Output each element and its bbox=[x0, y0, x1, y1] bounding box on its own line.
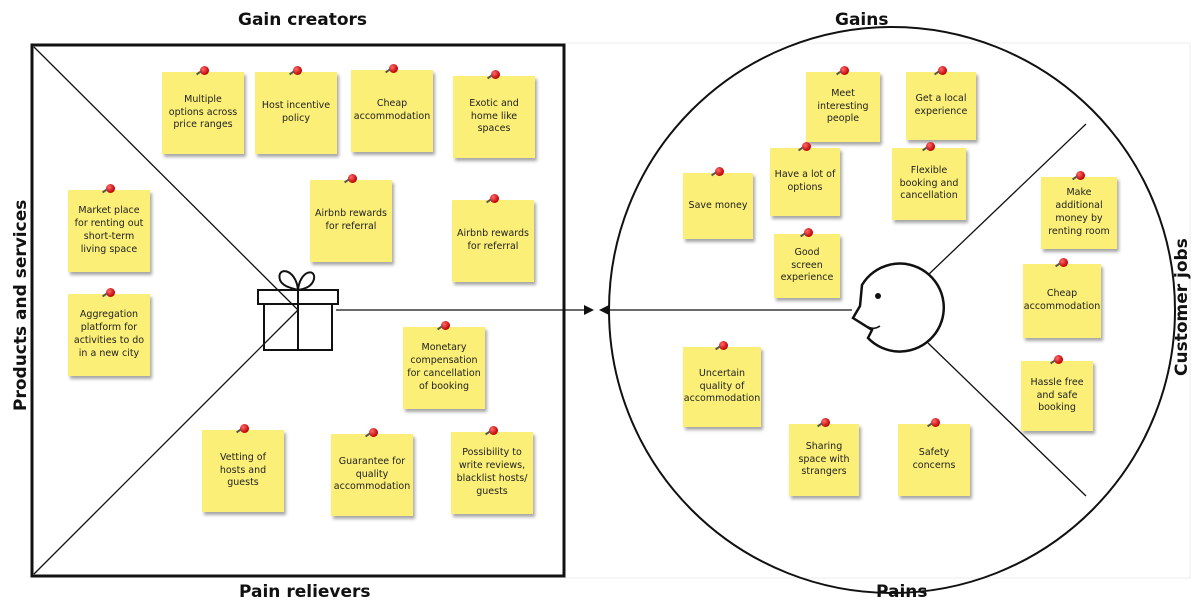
note-text: Host incentive policy bbox=[261, 100, 331, 124]
pin-icon bbox=[369, 428, 378, 437]
note-text: Exotic and home like spaces bbox=[469, 97, 519, 135]
pin-icon bbox=[106, 184, 115, 193]
sticky-note[interactable]: Aggregation platform for activities to d… bbox=[68, 288, 150, 376]
sticky-note[interactable]: Airbnb rewards for referral bbox=[310, 174, 392, 262]
note-text: Airbnb rewards for referral bbox=[315, 208, 387, 232]
fit-arrow-right-head bbox=[584, 305, 594, 315]
products-services-label: Products and services bbox=[11, 199, 31, 411]
note-text: Good screen experience bbox=[780, 246, 834, 284]
value-map-diagonal-top bbox=[33, 46, 299, 311]
sticky-note[interactable]: Airbnb rewards for referral bbox=[452, 194, 534, 282]
note-text: Cheap accommodation bbox=[1023, 288, 1101, 312]
sticky-note[interactable]: Cheap accommodation bbox=[351, 64, 433, 152]
pin-icon bbox=[389, 64, 398, 73]
fit-arrow-left-head bbox=[599, 305, 609, 315]
note-text: Market place for renting out short-term … bbox=[74, 205, 144, 255]
pin-icon bbox=[802, 142, 811, 151]
sticky-note[interactable]: Make additional money by renting room bbox=[1041, 171, 1117, 249]
gains-label: Gains bbox=[835, 10, 889, 30]
sticky-note[interactable]: Market place for renting out short-term … bbox=[68, 184, 150, 272]
sticky-note[interactable]: Host incentive policy bbox=[255, 66, 337, 154]
profile-divider-lower bbox=[927, 342, 1087, 497]
pin-icon bbox=[938, 66, 947, 75]
sticky-note[interactable]: Meet interesting people bbox=[806, 66, 880, 142]
pin-icon bbox=[931, 418, 940, 427]
pin-icon bbox=[926, 142, 935, 151]
sticky-note[interactable]: Get a local experience bbox=[906, 66, 976, 140]
pin-icon bbox=[840, 66, 849, 75]
pin-icon bbox=[293, 66, 302, 75]
note-text: Have a lot of options bbox=[774, 169, 836, 193]
pin-icon bbox=[1076, 171, 1085, 180]
pin-icon bbox=[348, 174, 357, 183]
face-icon bbox=[851, 262, 946, 353]
value-map-diagonal-bottom bbox=[33, 309, 299, 575]
note-text: Airbnb rewards for referral bbox=[457, 228, 529, 252]
sticky-note[interactable]: Vetting of hosts and guests bbox=[202, 424, 284, 512]
pin-icon bbox=[491, 70, 500, 79]
pin-icon bbox=[715, 167, 724, 176]
pin-icon bbox=[719, 341, 728, 350]
pin-icon bbox=[489, 426, 498, 435]
sticky-note[interactable]: Flexible booking and cancellation bbox=[892, 142, 966, 220]
pin-icon bbox=[1054, 355, 1063, 364]
sticky-note[interactable]: Have a lot of options bbox=[770, 142, 840, 216]
sticky-note[interactable]: Possibility to write reviews, blacklist … bbox=[451, 426, 533, 514]
sticky-note[interactable]: Safety concerns bbox=[898, 418, 970, 496]
pin-icon bbox=[441, 321, 450, 330]
note-text: Get a local experience bbox=[914, 93, 968, 117]
profile-divider-upper bbox=[927, 123, 1087, 276]
sticky-note[interactable]: Exotic and home like spaces bbox=[453, 70, 535, 158]
gain-creators-label: Gain creators bbox=[238, 10, 368, 30]
note-text: Monetary compensation for cancellation o… bbox=[407, 342, 481, 392]
note-text: Make additional money by renting room bbox=[1048, 187, 1110, 237]
sticky-note[interactable]: Multiple options across price ranges bbox=[162, 66, 244, 154]
sticky-note[interactable]: Save money bbox=[683, 167, 753, 239]
customer-jobs-label: Customer jobs bbox=[1172, 238, 1192, 376]
note-text: Uncertain quality of accommodation bbox=[683, 367, 761, 405]
pin-icon bbox=[200, 66, 209, 75]
note-text: Meet interesting people bbox=[817, 87, 869, 125]
sticky-note[interactable]: Cheap accommodation bbox=[1023, 258, 1101, 338]
note-text: Hassle free and safe booking bbox=[1030, 376, 1084, 414]
pin-icon bbox=[240, 424, 249, 433]
gift-icon bbox=[257, 270, 339, 351]
note-text: Aggregation platform for activities to d… bbox=[73, 309, 145, 359]
note-text: Vetting of hosts and guests bbox=[219, 451, 267, 489]
note-text: Save money bbox=[688, 199, 748, 211]
note-text: Flexible booking and cancellation bbox=[899, 164, 959, 202]
pain-relievers-label: Pain relievers bbox=[239, 582, 371, 602]
pin-icon bbox=[490, 194, 499, 203]
sticky-note[interactable]: Guarantee for quality accommodation bbox=[331, 428, 413, 516]
sticky-note[interactable]: Uncertain quality of accommodation bbox=[683, 341, 761, 427]
note-text: Sharing space with strangers bbox=[798, 440, 850, 478]
sticky-note[interactable]: Hassle free and safe booking bbox=[1021, 355, 1093, 431]
pin-icon bbox=[1059, 258, 1068, 267]
pin-icon bbox=[106, 288, 115, 297]
pin-icon bbox=[804, 228, 813, 237]
pains-label: Pains bbox=[876, 582, 928, 602]
sticky-note[interactable]: Good screen experience bbox=[774, 228, 840, 298]
note-text: Guarantee for quality accommodation bbox=[333, 455, 411, 493]
note-text: Safety concerns bbox=[912, 447, 956, 471]
sticky-note[interactable]: Sharing space with strangers bbox=[789, 418, 859, 496]
sticky-note[interactable]: Monetary compensation for cancellation o… bbox=[403, 321, 485, 409]
note-text: Possibility to write reviews, blacklist … bbox=[456, 447, 528, 497]
pin-icon bbox=[821, 418, 830, 427]
note-text: Cheap accommodation bbox=[353, 98, 431, 122]
note-text: Multiple options across price ranges bbox=[168, 93, 238, 131]
